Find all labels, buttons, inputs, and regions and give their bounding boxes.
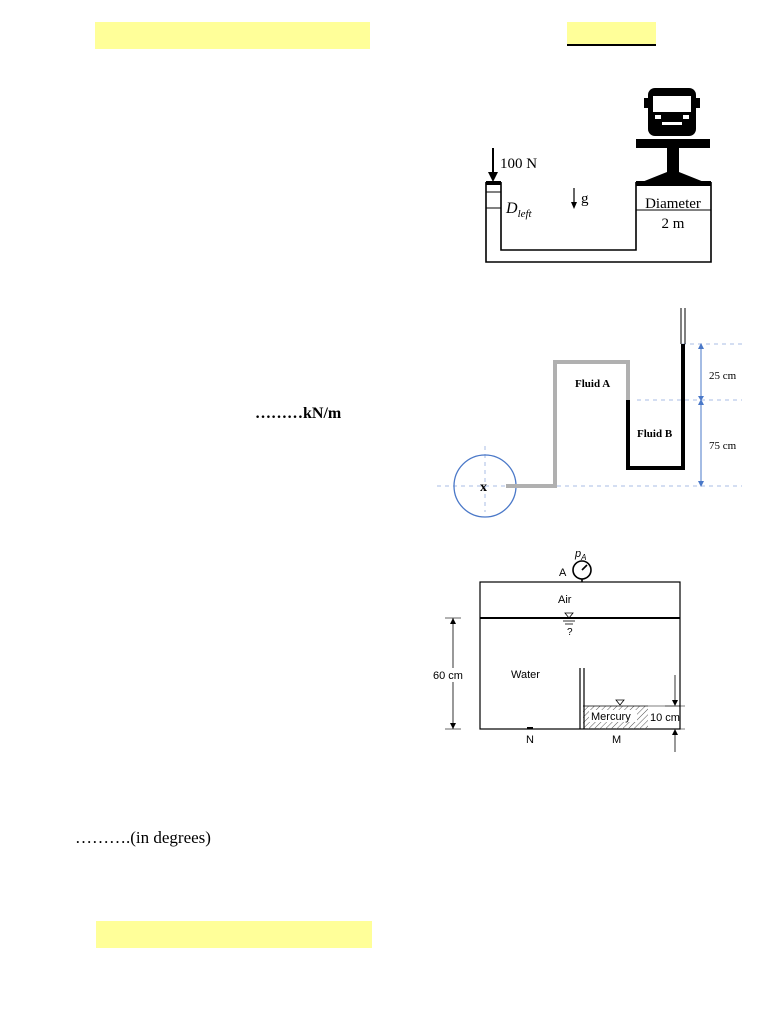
dimension-75cm: 75 cm bbox=[709, 440, 737, 452]
answer-blank-kn-per-m: ………kN/m bbox=[255, 405, 342, 422]
height-60cm-label: 60 cm bbox=[433, 670, 463, 682]
air-label: Air bbox=[558, 594, 572, 606]
diameter-value: 2 m bbox=[662, 216, 685, 232]
fluid-b-label: Fluid B bbox=[637, 428, 673, 440]
point-m-label: M bbox=[612, 734, 621, 746]
gravity-label: g bbox=[581, 191, 589, 207]
point-a-label: A bbox=[559, 567, 567, 579]
diameter-label: Diameter bbox=[645, 196, 701, 212]
bus-icon bbox=[644, 88, 700, 136]
pressure-gauge-icon bbox=[572, 560, 592, 582]
height-10cm-label: 10 cm bbox=[650, 712, 680, 724]
point-n-label: N bbox=[526, 734, 534, 746]
manometer-figure: x Fluid A Fluid B 25 cm 75 cm bbox=[437, 308, 742, 518]
unknown-level-label: ? bbox=[567, 627, 573, 638]
gauge-label: pA bbox=[574, 548, 586, 562]
point-x-label: x bbox=[480, 480, 487, 495]
tank-figure: pA A ? Air Water Mercury 60 cm 10 cm N M bbox=[431, 548, 685, 752]
dimension-25cm: 25 cm bbox=[709, 370, 737, 382]
fluid-a-label: Fluid A bbox=[575, 378, 610, 390]
mercury-label: Mercury bbox=[591, 711, 631, 723]
highlight-bar-top-left bbox=[95, 22, 370, 49]
d-left-label: Dleft bbox=[505, 200, 533, 220]
highlight-bar-bottom bbox=[96, 921, 372, 948]
highlight-bar-top-right bbox=[567, 22, 656, 46]
water-label: Water bbox=[511, 669, 540, 681]
hydraulic-lift-figure: 100 N Dleft g Diameter 2 m bbox=[485, 88, 712, 263]
force-label: 100 N bbox=[500, 156, 537, 172]
answer-blank-degrees: ……….(in degrees) bbox=[75, 828, 211, 847]
